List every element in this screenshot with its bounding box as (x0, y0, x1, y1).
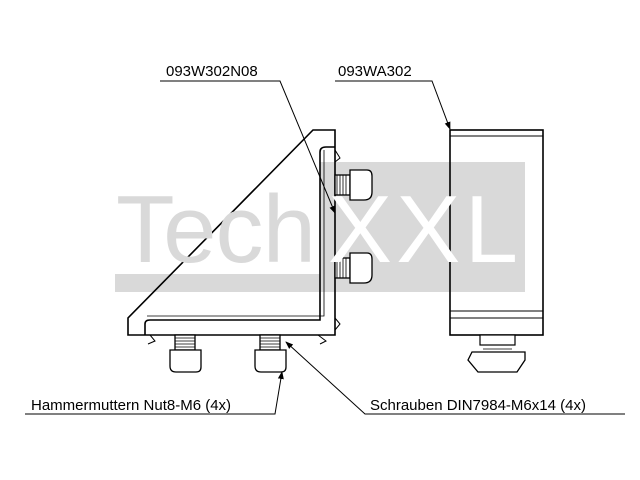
label-bracket-part-text: 093W302N08 (166, 63, 258, 80)
label-cover-part-text: 093WA302 (338, 63, 412, 80)
screw-right-bottom (334, 252, 373, 284)
watermark: Tech XXL (116, 176, 518, 283)
angle-bracket (127, 129, 341, 345)
label-cover-part: 093WA302 (335, 63, 451, 130)
screw-bottom-left (169, 334, 202, 373)
label-screws-text: Schrauben DIN7984-M6x14 (4x) (370, 397, 586, 414)
label-nuts: Hammermuttern Nut8-M6 (4x) (25, 371, 284, 415)
cover-part (449, 129, 544, 373)
watermark-text-tech: Tech (116, 176, 316, 283)
screw-bottom-right (254, 334, 287, 373)
label-bracket-part: 093W302N08 (160, 63, 336, 214)
screw-right-top (334, 169, 373, 201)
label-screws: Schrauben DIN7984-M6x14 (4x) (285, 341, 625, 415)
label-nuts-text: Hammermuttern Nut8-M6 (4x) (31, 397, 231, 414)
watermark-text-xxl: XXL (328, 176, 518, 283)
